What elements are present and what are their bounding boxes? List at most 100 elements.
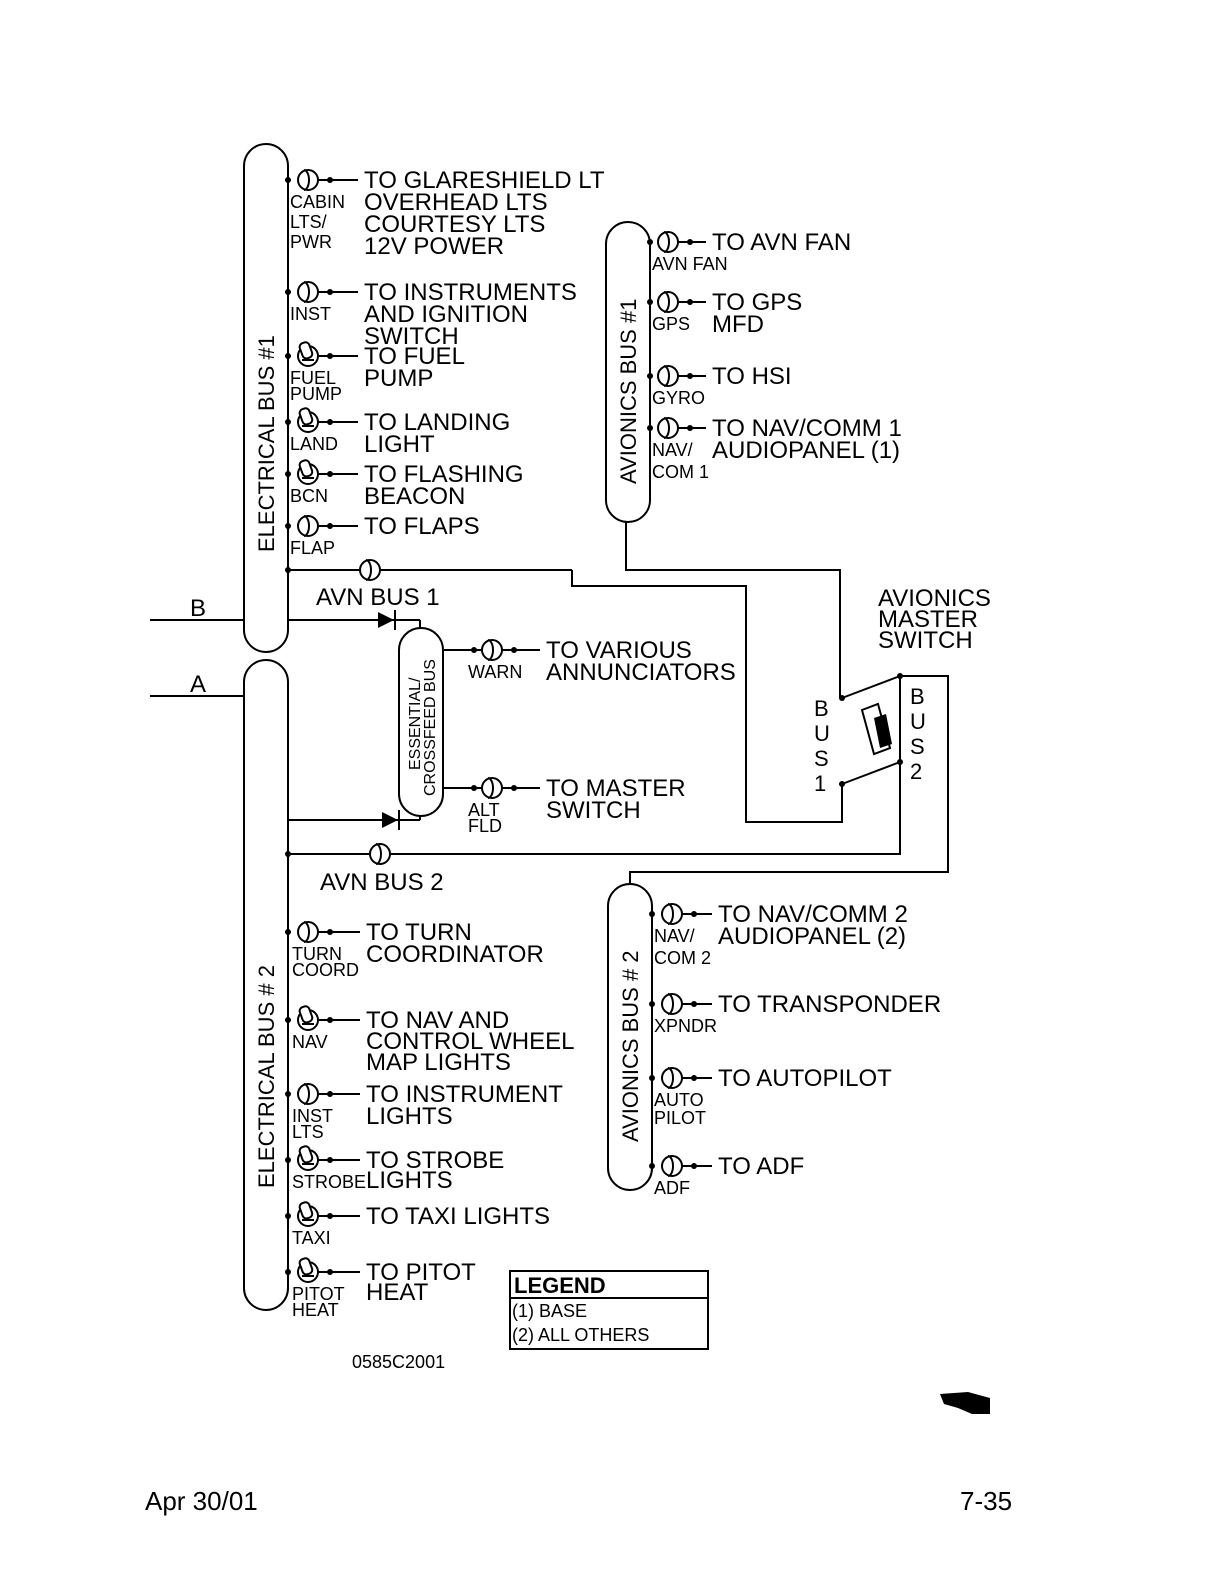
avn-bus-2-label: AVN BUS 2 [320,869,444,896]
bus1-letter-u: U [814,721,830,746]
elec1-0-dest-1: OVERHEAD LTS [364,189,548,216]
avn2-1-dest-0: TO TRANSPONDER [718,991,941,1018]
legend-title: LEGEND [514,1273,606,1298]
bus2-letter-2: 2 [910,759,922,784]
elec1-0-dest-0: TO GLARESHIELD LT [364,167,605,194]
elec2-2-switch-label-0: INST [292,1106,333,1126]
avn-bus-1-label: AVN BUS 1 [316,584,440,611]
elec1-0-dest-2: COURTESY LTS [364,211,545,238]
elec2-0-switch-label-1: COORD [292,960,359,980]
elec2-4-dest-0: TO TAXI LIGHTS [366,1203,550,1230]
elec1-0-switch-label-2: PWR [290,232,332,252]
ess-1-switch-label-0: ALT [468,800,500,820]
legend-row-1: (1) BASE [512,1301,587,1321]
elec1-3-dest-0: TO LANDING [364,409,510,436]
elec2-5-switch-label-0: PITOT [292,1284,345,1304]
elec1-3-dest-1: LIGHT [364,431,435,458]
figure-id: 0585C2001 [352,1352,445,1372]
avionics-bus-1-label: AVIONICS BUS #1 [616,299,641,484]
feeder-a-label: A [190,671,206,698]
elec1-1-switch-label-0: INST [290,304,331,324]
avn2-3-switch-label-0: ADF [654,1178,690,1198]
avionics-bus-2-label: AVIONICS BUS # 2 [618,950,643,1142]
elec1-2-dest-0: TO FUEL [364,343,465,370]
avn1-1-dest-0: TO GPS [712,289,802,316]
master-title-1: AVIONICS [878,585,991,612]
avn2-2-dest-0: TO AUTOPILOT [718,1065,892,1092]
avn2-0-dest-0: TO NAV/COMM 2 [718,901,908,928]
bus1-letter-s: S [814,746,829,771]
avn1-3-switch-label-0: NAV/ [652,440,693,460]
elec1-1-dest-1: AND IGNITION [364,301,528,328]
avn2-1-switch-label-0: XPNDR [654,1016,717,1036]
bus2-letter-b: B [910,684,925,709]
ess-1-switch-label-1: FLD [468,816,502,836]
diode-2 [382,812,398,828]
essential-bus-label-2: CROSSFEED BUS [422,659,439,796]
master-title-3: SWITCH [878,627,973,654]
elec1-4-dest-0: TO FLASHING [364,461,524,488]
ess-0-dest-1: ANNUNCIATORS [546,659,736,686]
elec1-2-switch-label-0: FUEL [290,368,336,388]
avionics-master-switch-icon [860,702,892,756]
avn1-0-dest-0: TO AVN FAN [712,229,851,256]
essential-bus-label-1: ESSENTIAL/ [407,677,424,770]
elec2-1-dest-1: CONTROL WHEEL [366,1028,574,1055]
avn1-0-switch-label-0: AVN FAN [652,254,728,274]
elec2-5-dest-1: HEAT [366,1279,429,1306]
electrical-bus-1 [243,143,289,653]
avn2-2-switch-label-0: AUTO [654,1090,704,1110]
elec2-5-dest-0: TO PITOT [366,1259,476,1286]
avn2-3-dest-0: TO ADF [718,1153,804,1180]
elec1-0-dest-3: 12V POWER [364,233,504,260]
diode-1 [378,612,394,628]
avn1-1-switch-label-0: GPS [652,314,690,334]
elec2-1-dest-2: MAP LIGHTS [366,1049,511,1076]
elec2-1-dest-0: TO NAV AND [366,1007,509,1034]
elec1-5-switch-label-0: FLAP [290,538,335,558]
elec2-3-dest-1: LIGHTS [366,1167,453,1194]
ess-1-dest-0: TO MASTER [546,775,686,802]
elec2-2-dest-0: TO INSTRUMENT [366,1081,563,1108]
ess-1-dest-1: SWITCH [546,797,641,824]
master-title-2: MASTER [878,606,978,633]
avn2-2-switch-label-1: PILOT [654,1108,706,1128]
feeder-b-label: B [190,595,206,622]
elec2-2-switch-label-1: LTS [292,1122,324,1142]
elec2-0-dest-0: TO TURN [366,919,472,946]
ess-0-switch-label-0: WARN [468,662,522,682]
elec2-3-switch-label-0: STROBE [292,1172,366,1192]
elec1-4-switch-label-0: BCN [290,486,328,506]
bus2-letter-s: S [910,734,925,759]
elec1-0-switch-label-1: LTS/ [290,212,327,232]
avn1-2-switch-label-0: GYRO [652,388,705,408]
elec1-1-dest-0: TO INSTRUMENTS [364,279,577,306]
elec1-4-dest-1: BEACON [364,483,465,510]
elec2-1-switch-label-0: NAV [292,1032,328,1052]
elec1-5-dest-0: TO FLAPS [364,513,480,540]
elec2-5-switch-label-1: HEAT [292,1300,339,1320]
elec1-2-switch-label-1: PUMP [290,384,342,404]
avn1-3-dest-1: AUDIOPANEL (1) [712,437,900,464]
avn2-0-dest-1: AUDIOPANEL (2) [718,923,906,950]
avn2-0-switch-label-0: NAV/ [654,926,695,946]
avn1-2-dest-0: TO HSI [712,363,792,390]
elec2-0-switch-label-0: TURN [292,944,342,964]
bus2-letter-u: U [910,709,926,734]
elec2-4-switch-label-0: TAXI [292,1228,331,1248]
elec1-2-dest-1: PUMP [364,365,433,392]
elec2-2-dest-1: LIGHTS [366,1103,453,1130]
footer-page: 7-35 [960,1486,1012,1516]
elec1-3-switch-label-0: LAND [290,434,338,454]
electrical-bus-2-label: ELECTRICAL BUS # 2 [254,965,279,1188]
bus1-letter-b: B [814,696,829,721]
avn2-0-switch-label-1: COM 2 [654,948,711,968]
avn1-3-switch-label-1: COM 1 [652,462,709,482]
pointing-hand-icon [940,1392,990,1414]
avn1-1-dest-1: MFD [712,311,764,338]
elec2-3-dest-0: TO STROBE [366,1147,504,1174]
elec1-1-dest-2: SWITCH [364,323,459,350]
footer-date: Apr 30/01 [145,1486,258,1516]
